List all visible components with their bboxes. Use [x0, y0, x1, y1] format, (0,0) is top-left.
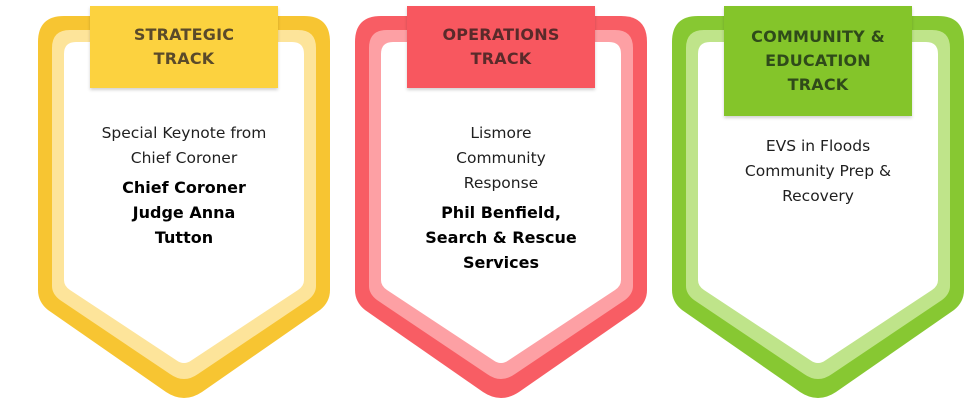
track-title-tab: COMMUNITY & EDUCATION TRACK: [724, 6, 912, 116]
track-title: STRATEGIC TRACK: [133, 25, 235, 68]
track-shield-shape: [355, 16, 647, 398]
shield-face: [698, 42, 938, 363]
track-description: Special Keynote from Chief Coroner: [101, 124, 267, 167]
track-shield-shape: [672, 16, 964, 398]
track-card-strategic: STRATEGIC TRACK Special Keynote from Chi…: [34, 0, 334, 400]
track-content: EVS in Floods Community Prep & Recovery: [728, 134, 908, 209]
track-content: Lismore Community Response Phil Benfield…: [411, 121, 591, 275]
track-description: Lismore Community Response: [456, 124, 546, 192]
track-speaker: Chief Coroner Judge Anna Tutton: [122, 178, 246, 247]
track-title: OPERATIONS TRACK: [442, 25, 560, 68]
track-card-community-education: COMMUNITY & EDUCATION TRACK EVS in Flood…: [668, 0, 968, 400]
track-description: EVS in Floods Community Prep & Recovery: [744, 137, 892, 205]
track-shield-shape: [38, 16, 330, 398]
shield-face: [381, 42, 621, 363]
track-title-tab: OPERATIONS TRACK: [407, 6, 595, 88]
track-speaker: Phil Benfield, Search & Rescue Services: [425, 203, 577, 272]
track-title-tab: STRATEGIC TRACK: [90, 6, 278, 88]
shield-face: [64, 42, 304, 363]
track-card-operations: OPERATIONS TRACK Lismore Community Respo…: [351, 0, 651, 400]
track-title: COMMUNITY & EDUCATION TRACK: [751, 27, 885, 94]
track-content: Special Keynote from Chief Coroner Chief…: [94, 121, 274, 250]
